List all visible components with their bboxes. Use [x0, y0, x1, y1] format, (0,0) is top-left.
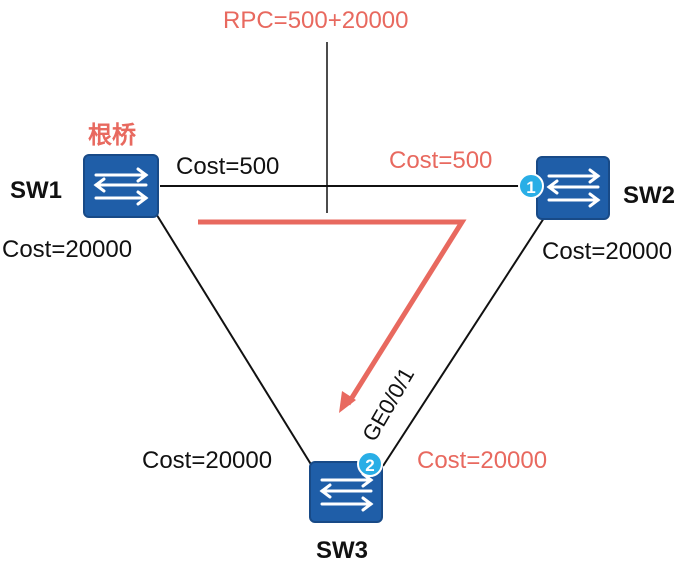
sw1-sw2-cost-sw1-side: Cost=500 [176, 153, 280, 180]
path-arrowhead-icon [339, 391, 356, 413]
rpc-label: RPC=500+20000 [223, 7, 409, 34]
sw1-name: SW1 [10, 177, 63, 204]
sw3-switch-icon [309, 461, 383, 523]
sw2-sw3-cost-sw3-side: Cost=20000 [417, 447, 548, 474]
sw2-switch-icon [536, 156, 610, 220]
sw2-port-badge: 1 [518, 173, 544, 199]
link-sw2-sw3 [382, 217, 545, 467]
sw2-name: SW2 [623, 182, 676, 209]
sw1-sw2-cost-sw2-side: Cost=500 [389, 147, 493, 174]
root-bridge-label: 根桥 [88, 122, 136, 149]
svg-text:2: 2 [365, 456, 374, 475]
path-arrow [198, 219, 467, 406]
sw3-name: SW3 [316, 537, 369, 564]
sw1-sw3-cost-sw1-side: Cost=20000 [2, 236, 133, 263]
sw1-sw3-cost-sw3-side: Cost=20000 [142, 447, 273, 474]
sw1-switch-icon [83, 154, 159, 218]
sw2-sw3-cost-sw2-side: Cost=20000 [542, 238, 673, 265]
svg-text:1: 1 [526, 178, 535, 197]
link-sw1-sw3 [154, 211, 313, 467]
sw3-port-badge: 2 [357, 451, 383, 477]
